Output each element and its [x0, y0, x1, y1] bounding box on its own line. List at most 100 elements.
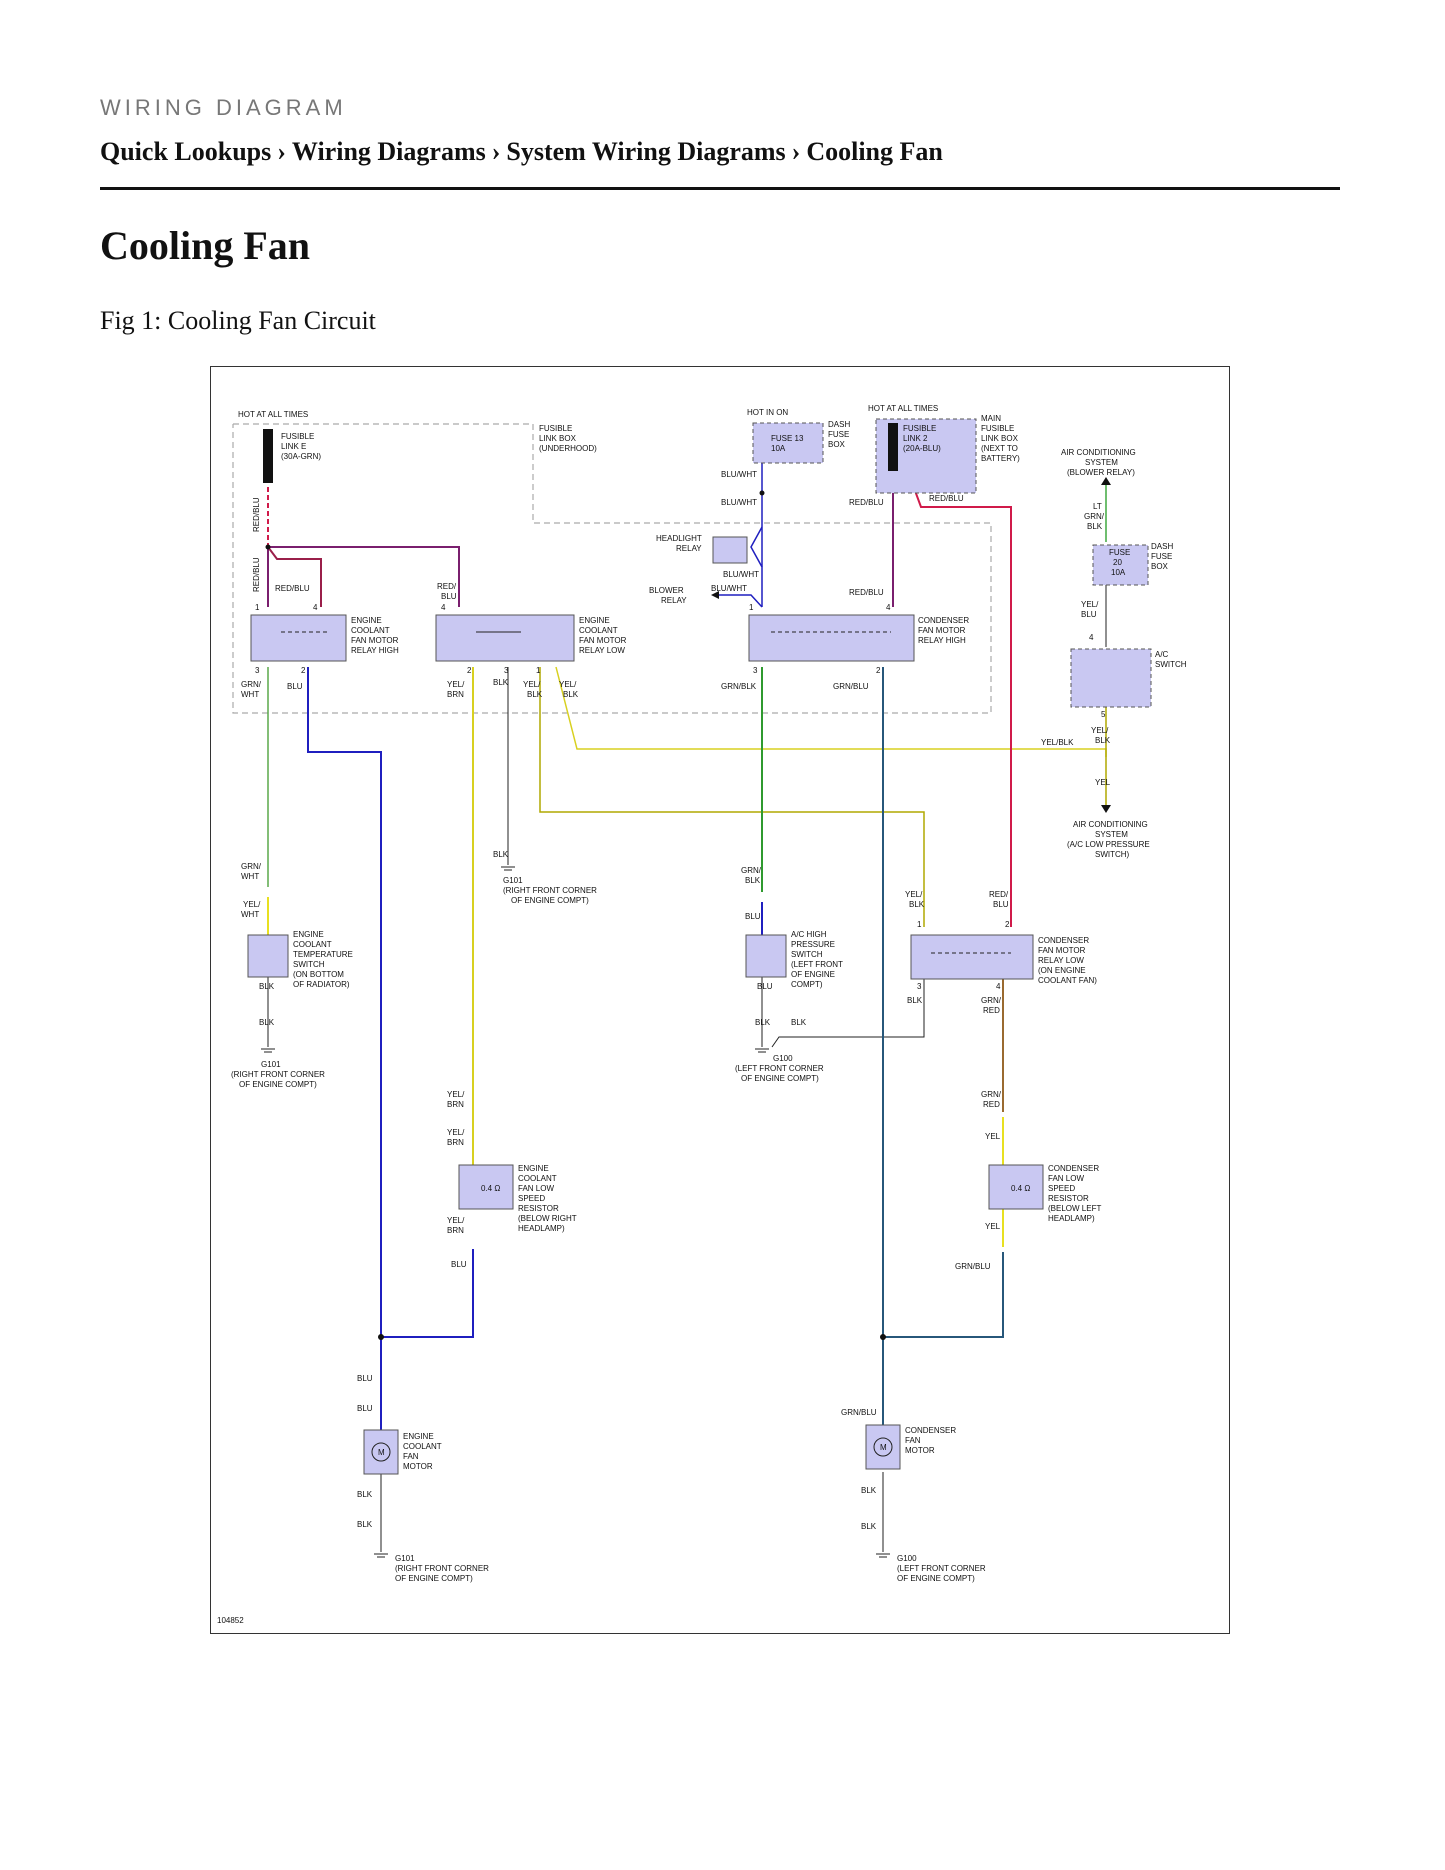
pin-number: 1 — [255, 603, 260, 612]
engine-coolant-fan-motor — [363, 1429, 399, 1475]
label-wire-blk: BLK — [259, 1018, 275, 1027]
label-wire-yel-blk: YEL/BLK — [1091, 726, 1111, 745]
label-wire-blu: BLU — [757, 982, 773, 991]
label-wire-blk: BLK — [493, 850, 509, 859]
splice-dot — [378, 1334, 384, 1340]
fusible-link-e — [263, 429, 273, 483]
label-wire-grn-blu: GRN/BLU — [833, 682, 869, 691]
label-ground-g101: G101 — [261, 1060, 281, 1069]
label-wire-blu-wht: BLU/WHT — [721, 470, 757, 479]
pin-number: 4 — [441, 603, 446, 612]
pin-number: 3 — [255, 666, 260, 675]
ac-high-pressure-switch — [745, 934, 787, 978]
wire-red-blu-low-relay — [268, 546, 460, 607]
breadcrumb-cooling-fan[interactable]: Cooling Fan — [806, 137, 943, 166]
splice-dot — [265, 544, 271, 550]
fuse-20-box — [1092, 544, 1149, 586]
label-wire-yel-brn: YEL/BRN — [447, 680, 465, 699]
headlight-relay — [712, 536, 748, 564]
label-wire-blk: BLK — [907, 996, 923, 1005]
label-wire-grn-red: GRN/RED — [981, 996, 1002, 1015]
condenser-relay-high — [748, 614, 915, 662]
fusible-link-box-boundary — [232, 423, 992, 714]
arrow-down-icon — [1101, 805, 1111, 813]
label-wire-red-blu: RED/BLU — [989, 890, 1009, 909]
condenser-fan-motor — [865, 1424, 901, 1470]
wire-blu-wht-headlight — [750, 526, 763, 607]
label-wire-yel-brn: YEL/BRN — [447, 1216, 465, 1235]
pin-number: 5 — [1101, 710, 1106, 719]
condenser-relay-low — [910, 934, 1034, 980]
breadcrumb-quick-lookups[interactable]: Quick Lookups — [100, 137, 272, 166]
label-wire-grn-red: GRN/RED — [981, 1090, 1002, 1109]
label-wire-blk: BLK — [259, 982, 275, 991]
label-ground-g100: G100 — [897, 1554, 917, 1563]
wire-yel-blk-cond-relay — [539, 667, 925, 927]
label-wire-grn-blu: GRN/BLU — [841, 1408, 877, 1417]
label-wire-blu-wht: BLU/WHT — [711, 584, 747, 593]
breadcrumb-separator: › — [277, 137, 286, 166]
wire-grn-blu-resistor — [883, 1252, 1004, 1338]
section-kicker: WIRING DIAGRAM — [100, 95, 347, 120]
breadcrumb-system-wiring-diagrams[interactable]: System Wiring Diagrams — [506, 137, 786, 166]
label-wire-blk: BLK — [861, 1486, 877, 1495]
breadcrumb-wiring-diagrams[interactable]: Wiring Diagrams — [291, 137, 486, 166]
pin-number: 3 — [917, 982, 922, 991]
label-wire-grn-blu: GRN/BLU — [955, 1262, 991, 1271]
label-motor-m: M — [378, 1448, 385, 1457]
page-title: Cooling Fan — [100, 223, 311, 268]
label-wire-red-blu: RED/BLU — [849, 498, 884, 507]
pin-number: 4 — [1089, 633, 1094, 642]
label-wire-red-blu: RED/BLU — [252, 557, 261, 592]
label-wire-grn-wht: GRN/WHT — [241, 680, 262, 699]
ground-symbol — [261, 1048, 275, 1053]
label-wire-blu-wht: BLU/WHT — [723, 570, 759, 579]
label-ground-g101: G101 — [395, 1554, 415, 1563]
label-wire-blu: BLU — [287, 682, 303, 691]
pin-number: 2 — [876, 666, 881, 675]
label-wire-blk: BLK — [493, 678, 509, 687]
label-wire-blu: BLU — [357, 1404, 373, 1413]
label-wire-blu: BLU — [745, 912, 761, 921]
wire-blu-wht-blower — [719, 594, 763, 608]
label-wire-grn-blk: GRN/BLK — [741, 866, 762, 885]
label-wire-yel-wht: YEL/WHT — [241, 900, 261, 919]
arrow-left-icon — [711, 591, 719, 599]
breadcrumb: Quick Lookups›Wiring Diagrams›System Wir… — [100, 137, 943, 167]
figure-caption: Fig 1: Cooling Fan Circuit — [100, 306, 376, 335]
condenser-fan-resistor — [988, 1164, 1044, 1210]
label-resistor-value: 0.4 Ω — [481, 1184, 500, 1193]
label-wire-red-blu: RED/BLU — [275, 584, 310, 593]
label-wire-grn-wht: GRN/WHT — [241, 862, 262, 881]
ground-symbol — [374, 1553, 388, 1558]
wire-yel-blk-ac-switch — [555, 666, 1107, 757]
pin-number: 1 — [749, 603, 754, 612]
label-wire-blk: BLK — [791, 1018, 807, 1027]
label-wire-blk: BLK — [357, 1490, 373, 1499]
label-wire-yel-blu: YEL/BLU — [1081, 600, 1099, 619]
ac-switch — [1070, 648, 1152, 708]
ground-symbol — [876, 1553, 890, 1558]
label-motor-m: M — [880, 1443, 887, 1452]
header-divider — [100, 187, 1340, 190]
label-wire-blu-wht: BLU/WHT — [721, 498, 757, 507]
wire-blu-resistor-junction — [381, 1249, 474, 1338]
label-ground-g101: G101 — [503, 876, 523, 885]
pin-number: 1 — [917, 920, 922, 929]
